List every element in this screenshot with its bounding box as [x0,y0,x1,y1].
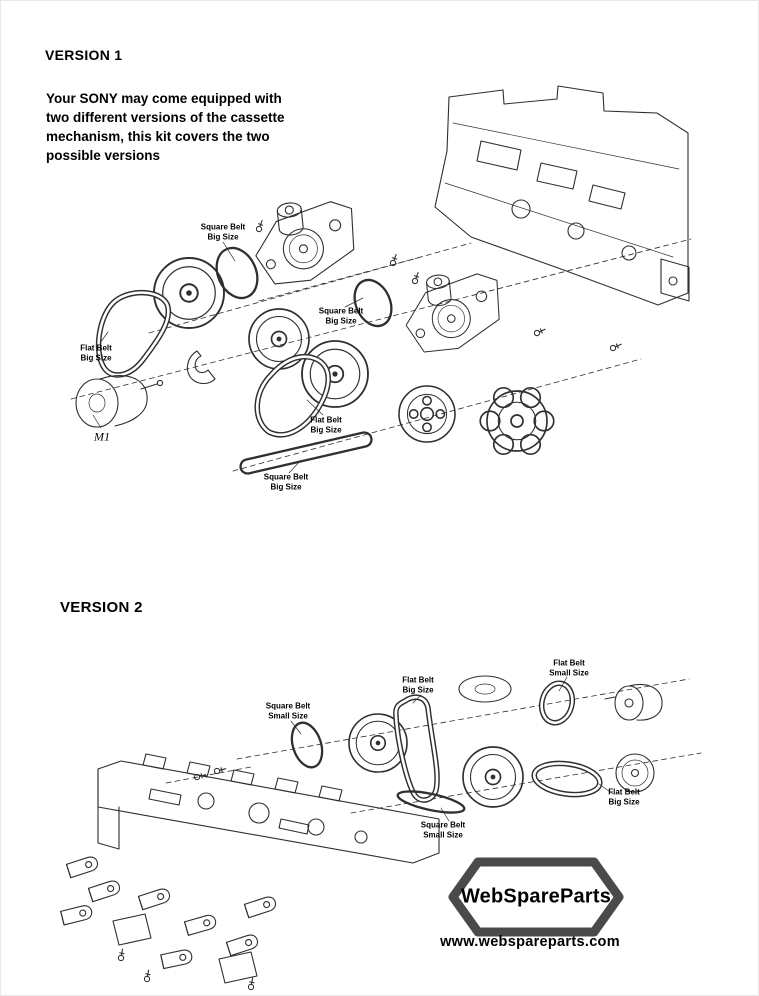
leader-line [306,399,324,416]
mechanism-block-2 [400,268,505,355]
version1-drawing [70,85,692,475]
scalloped-wheel [479,387,555,455]
square-belt-big-long [239,431,373,475]
logo-brand-text: WebSpareParts [460,885,612,908]
label-flat-belt-big-1: Flat Belt Big Size [80,343,112,362]
flywheel-right [301,340,369,408]
pulley-4holes [398,385,456,443]
chassis-panel-v1 [434,85,690,306]
leader-line [290,720,302,735]
motor-v2-drawing [604,684,663,721]
label-flat-belt-big-2: Flat Belt Big Size [310,415,342,434]
chassis-panel-v2 [97,753,440,864]
square-belt-big-2 [353,278,393,328]
version1-description: Your SONY may come equipped with two dif… [46,91,285,164]
label-square-belt-small-2: Square Belt Small Size [420,820,466,839]
flat-belt-small [538,680,576,726]
version2-drawing [60,675,702,991]
flywheel-mid [248,308,310,370]
screw [532,326,547,338]
leader-line [440,807,450,822]
label-flat-belt-small: Flat Belt Small Size [549,658,589,677]
screw [255,219,266,233]
leader-line [288,459,302,474]
leader-line [558,676,568,692]
bracket-piece [186,350,216,385]
flat-belt-big-1 [95,289,172,378]
label-square-belt-big-3: Square Belt Big Size [263,472,309,491]
screw [608,341,623,353]
square-belt-small-1 [290,721,324,769]
version2-title: VERSION 2 [60,599,143,616]
label-flat-belt-big-v2-1: Flat Belt Big Size [402,675,434,694]
label-motor-m1: M1 [94,429,110,444]
square-belt-big-1 [215,246,259,300]
assembly-axis [70,238,692,400]
leader-line [99,331,109,344]
assembly-axis [165,766,252,784]
label-square-belt-big-2: Square Belt Big Size [318,306,364,325]
mechanism-block-1 [250,196,360,287]
label-square-belt-small-1: Square Belt Small Size [265,701,311,720]
leader-line [598,783,614,795]
assembly-axis [258,256,422,302]
capstan-pulley [458,675,512,703]
end-pulley [615,753,655,793]
website-url: www.webspareparts.com [440,934,620,950]
leader-line [222,241,236,262]
screw [411,271,422,285]
flat-belt-big-v2-1 [393,694,440,803]
version1-title: VERSION 1 [45,47,123,63]
assembly-axis [236,678,690,760]
leader-line [92,414,102,429]
leader-line [344,297,364,308]
pulley-v2-right [462,746,524,808]
square-belt-small-2 [396,790,466,814]
motor-m1-drawing [75,375,164,428]
small-parts-cluster [60,854,278,991]
label-square-belt-big-1: Square Belt Big Size [200,222,246,241]
flywheel-left [153,257,225,329]
leader-line [412,694,422,704]
logo-hexagon [448,857,624,937]
label-flat-belt-big-v2-2: Flat Belt Big Size [608,787,640,806]
